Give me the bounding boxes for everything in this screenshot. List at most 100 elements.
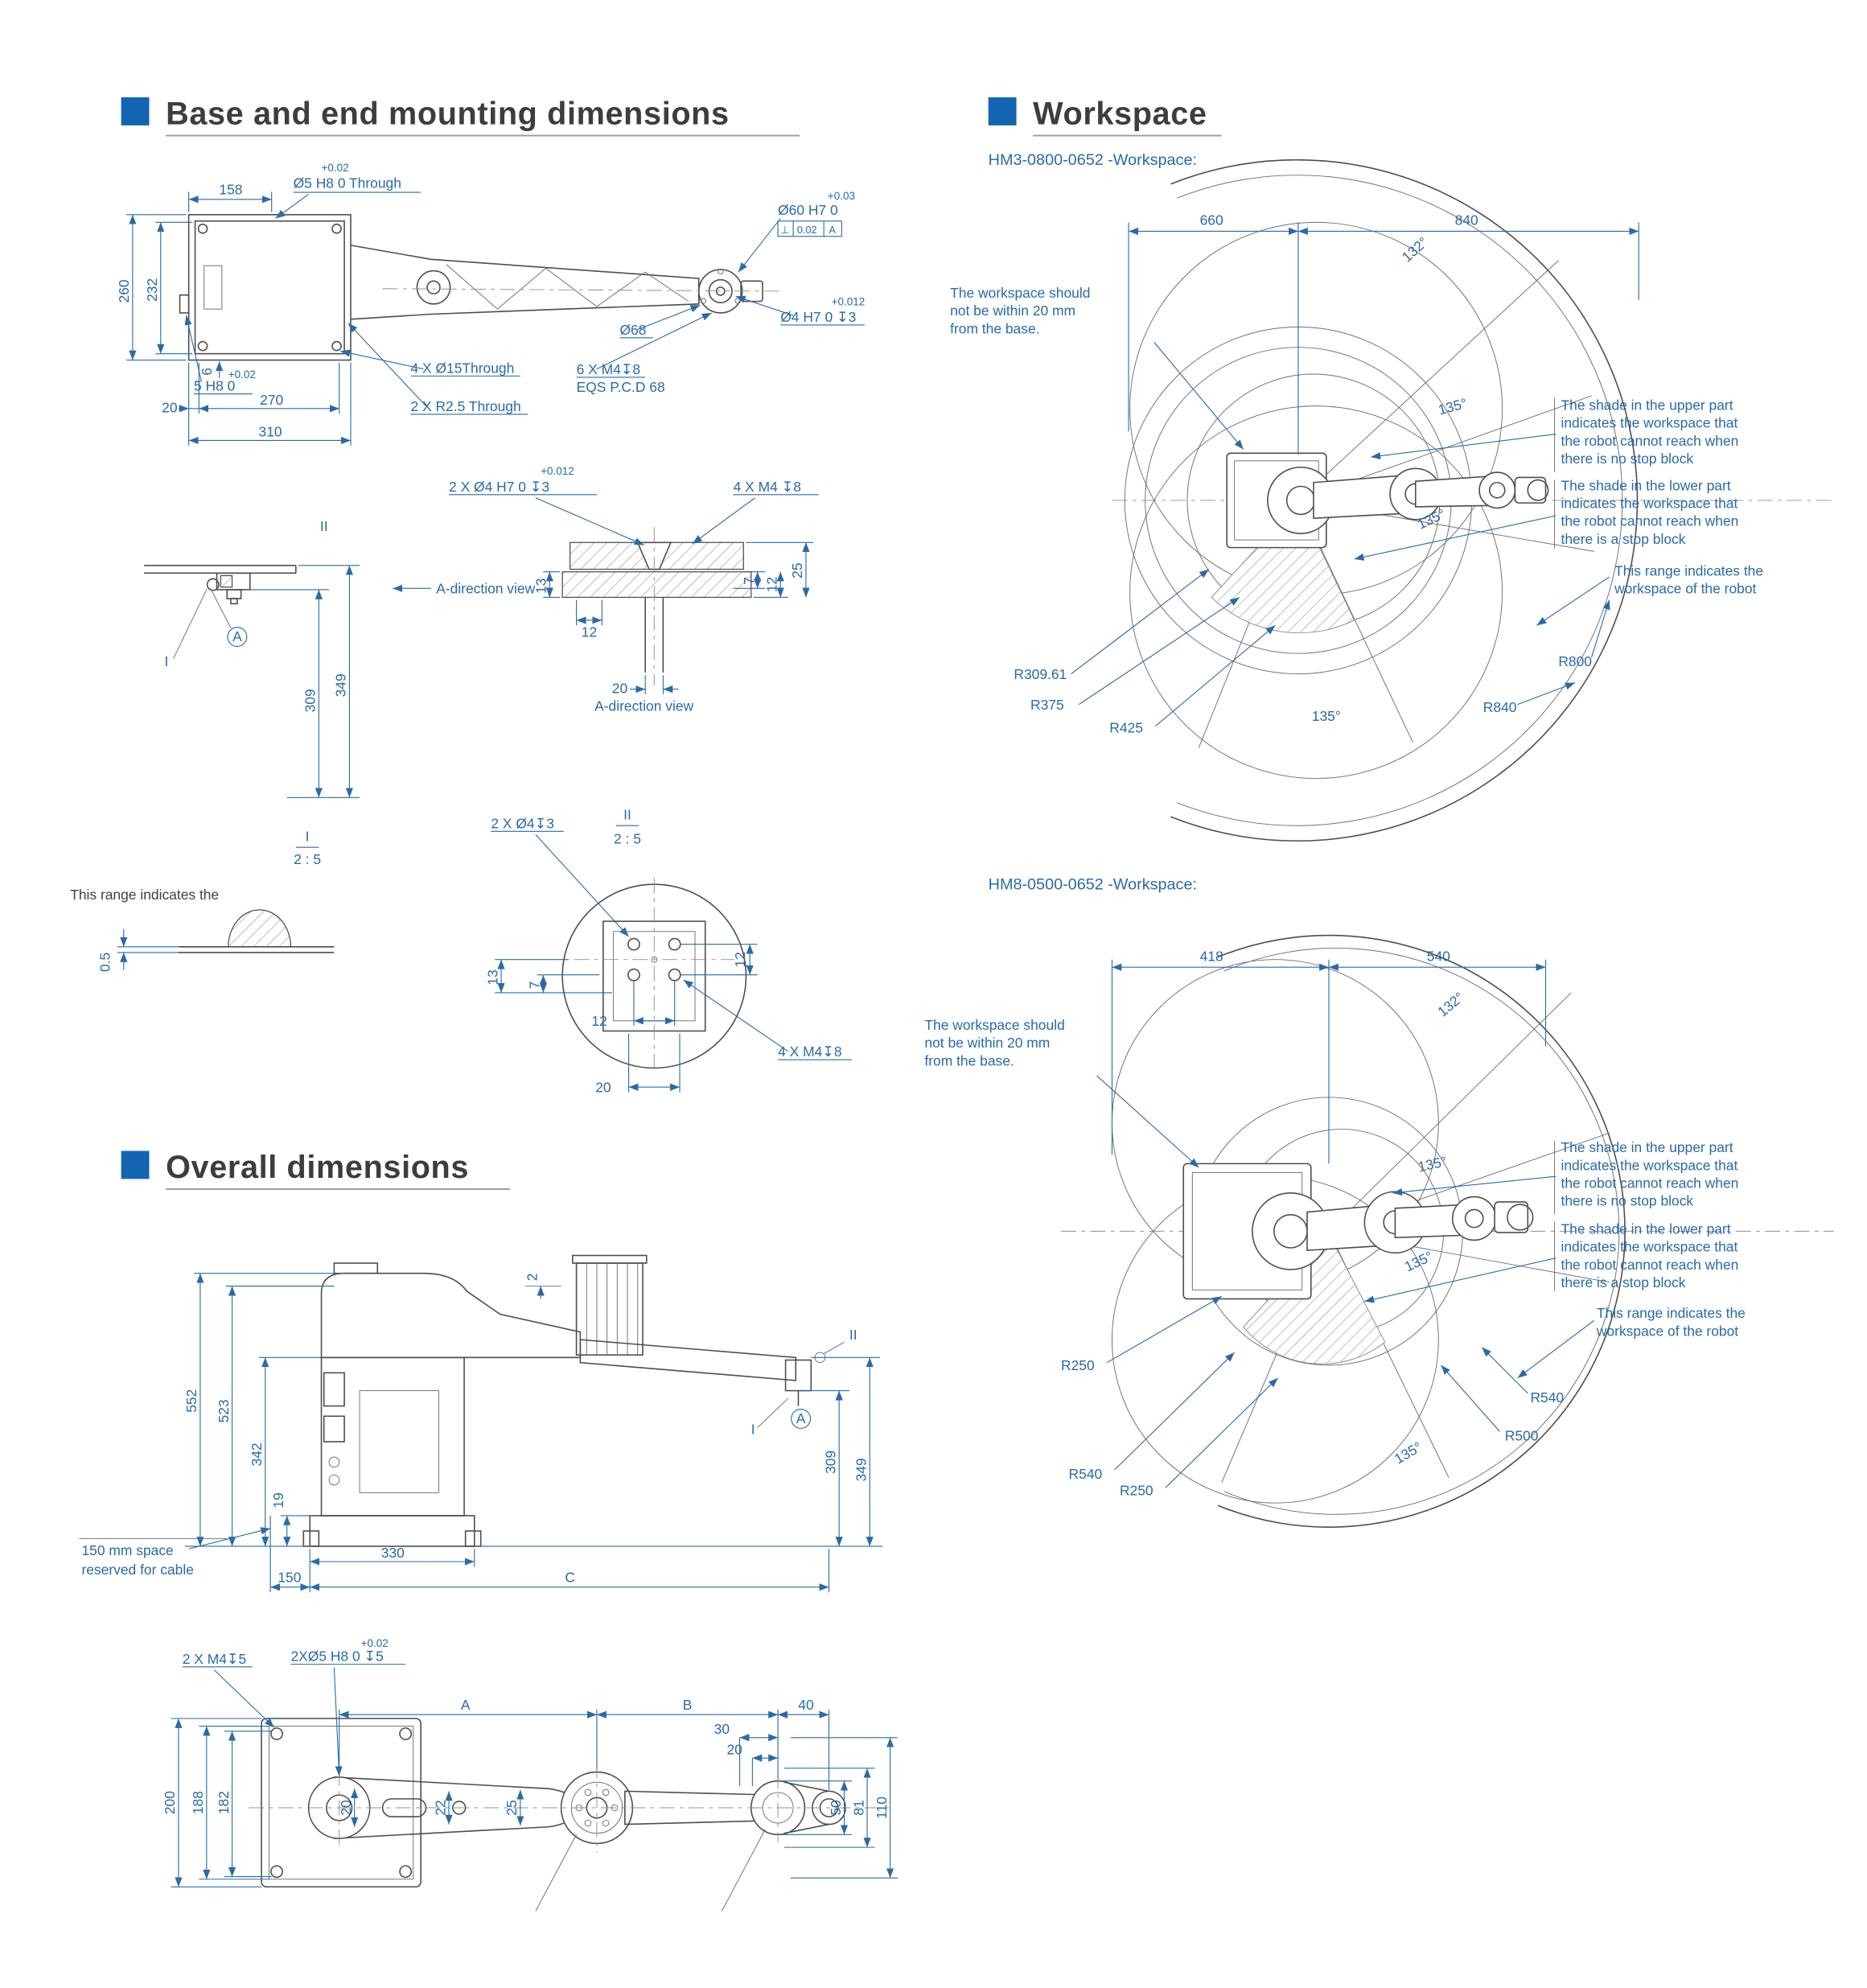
dim-232: 232 bbox=[144, 278, 160, 302]
hm8-note-lower-line4: there is a stop block bbox=[1561, 1274, 1686, 1290]
overall-dim-552: 552 bbox=[183, 1389, 199, 1413]
overall-top-dim-20t: 20 bbox=[726, 1741, 742, 1757]
hm8-dim-540: 540 bbox=[1427, 948, 1450, 964]
section-title-overall: Overall dimensions bbox=[166, 1150, 469, 1185]
hm3-note-range-line2: workspace of the robot bbox=[1614, 581, 1756, 597]
callout-4x-d15: 4 X Ø15Through bbox=[410, 360, 514, 376]
hm8-radius-r250-left: R250 bbox=[1061, 1357, 1095, 1373]
section-header-base: Base and end mounting dimensions bbox=[121, 96, 800, 137]
dim-310: 310 bbox=[259, 424, 282, 440]
detail-i-scale: 2 : 5 bbox=[294, 851, 321, 867]
section-title-workspace: Workspace bbox=[1033, 96, 1207, 131]
detail-ii-dim-13: 13 bbox=[484, 969, 500, 985]
detail-ii-scale: 2 : 5 bbox=[614, 830, 641, 846]
detail-ii-dim-12r: 12 bbox=[732, 952, 748, 967]
overall-top-tol-callout: 2XØ5 H8 0 ↧5 bbox=[290, 1648, 383, 1665]
dim-260: 260 bbox=[116, 279, 132, 303]
hm8-note-lower-line1: The shade in the lower part bbox=[1561, 1221, 1731, 1237]
a-direction-view-drawing: A-direction view +0.012 2 X Ø4 H7 0 ↧3 4… bbox=[393, 465, 819, 714]
detail-i-drawing: I 2 : 5 This range indicates the 0.5 bbox=[70, 828, 335, 972]
callout-6x-m4: 6 X M4↧8 bbox=[577, 361, 640, 377]
overall-top-dim-50: 50 bbox=[828, 1800, 844, 1816]
overall-top-dim-a: A bbox=[461, 1697, 471, 1713]
gdt-symbol: ⊥ bbox=[780, 224, 789, 236]
a-direction-caption: A-direction view bbox=[594, 698, 693, 714]
hm8-note-base-line1: The workspace should bbox=[924, 1017, 1064, 1033]
detail-ii-m4-callout: 4 X M4↧8 bbox=[778, 1043, 841, 1060]
hm3-note-base-line2: not be within 20 mm bbox=[950, 303, 1075, 319]
hm3-note-base-line1: The workspace should bbox=[950, 285, 1090, 301]
hm3-radius-r425: R425 bbox=[1109, 719, 1143, 735]
dim-20: 20 bbox=[162, 400, 178, 416]
gdt-datum: A bbox=[829, 224, 836, 236]
hm8-note-lower-line2: indicates the workspace that bbox=[1561, 1239, 1738, 1255]
overall-top-m4-callout: 2 X M4↧5 bbox=[183, 1651, 246, 1667]
hm3-note-upper-line4: there is no stop block bbox=[1561, 451, 1694, 467]
section-title-base: Base and end mounting dimensions bbox=[166, 96, 730, 131]
hm8-note-upper-line3: the robot cannot reach when bbox=[1561, 1175, 1739, 1191]
overall-dim-150: 150 bbox=[278, 1569, 301, 1585]
tol-5h8b-sup: +0.02 bbox=[228, 368, 256, 381]
hm8-radius-r500: R500 bbox=[1505, 1427, 1539, 1443]
hm3-radius-r30961: R309.61 bbox=[1014, 666, 1067, 682]
cable-note-line1: 150 mm space bbox=[81, 1542, 173, 1558]
adir-tol-sup: +0.012 bbox=[541, 465, 574, 477]
base-side-view-drawing: A II I 309 349 bbox=[144, 518, 360, 798]
tol-4h7-label: Ø4 H7 0 ↧3 bbox=[780, 309, 856, 325]
hm3-note-base-line3: from the base. bbox=[950, 320, 1039, 336]
section-bullet-workspace bbox=[988, 97, 1017, 126]
hm3-dim-840: 840 bbox=[1455, 212, 1478, 228]
overall-view-label-a: A bbox=[796, 1410, 806, 1426]
hm3-radius-r840: R840 bbox=[1483, 699, 1517, 715]
adir-dim-12b: 12 bbox=[763, 577, 779, 592]
detail-ii-dim-20: 20 bbox=[595, 1080, 611, 1096]
adir-dim-12a: 12 bbox=[582, 624, 597, 640]
hm3-note-lower-line1: The shade in the lower part bbox=[1561, 477, 1731, 493]
dim-6: 6 bbox=[199, 368, 215, 376]
adir-tol-label: 2 X Ø4 H7 0 ↧3 bbox=[449, 479, 549, 495]
hm8-note-lower-line3: the robot cannot reach when bbox=[1561, 1257, 1739, 1273]
dim-270: 270 bbox=[260, 392, 283, 408]
hm3-note-range-line1: This range indicates the bbox=[1614, 562, 1763, 578]
gdt-tolerance: 0.02 bbox=[797, 224, 817, 236]
tol-5h8-sup: +0.02 bbox=[322, 162, 349, 174]
hm3-note-upper-line3: the robot cannot reach when bbox=[1561, 433, 1739, 449]
overall-dim-342: 342 bbox=[249, 1443, 265, 1466]
hm8-radius-r540-right: R540 bbox=[1530, 1389, 1564, 1406]
tol-5h8b-label: 5 H8 0 bbox=[194, 378, 236, 394]
overall-section-label-ii: II bbox=[849, 1327, 857, 1343]
overall-top-dim-188: 188 bbox=[190, 1791, 206, 1814]
section-label-i: I bbox=[165, 653, 169, 669]
overall-top-dim-182: 182 bbox=[216, 1791, 232, 1814]
adir-dim-13: 13 bbox=[533, 578, 549, 593]
overall-top-dim-110: 110 bbox=[874, 1797, 890, 1819]
hm3-note-lower-line4: there is a stop block bbox=[1561, 531, 1686, 547]
hm3-heading: HM3-0800-0652 -Workspace: bbox=[989, 151, 1197, 169]
hm8-note-upper-line4: there is no stop block bbox=[1561, 1193, 1694, 1209]
overall-top-view-drawing: 2 X M4↧5 +0.02 2XØ5 H8 0 ↧5 A B 40 30 20… bbox=[162, 1637, 899, 1912]
cable-note-line2: reserved for cable bbox=[81, 1562, 193, 1578]
hm8-note-base-line3: from the base. bbox=[924, 1052, 1014, 1068]
hm3-dim-660: 660 bbox=[1200, 212, 1223, 228]
hm8-heading: HM8-0500-0652 -Workspace: bbox=[989, 875, 1197, 893]
hm3-radius-r375: R375 bbox=[1030, 697, 1064, 713]
section-label-ii: II bbox=[320, 518, 328, 534]
adir-dim-7: 7 bbox=[741, 577, 757, 585]
hm8-note-base-line2: not be within 20 mm bbox=[924, 1035, 1050, 1051]
overall-top-dim-200: 200 bbox=[162, 1791, 178, 1814]
overall-dim-19: 19 bbox=[270, 1492, 286, 1508]
hm3-note-lower-line2: indicates the workspace that bbox=[1561, 495, 1738, 511]
overall-dim-523: 523 bbox=[216, 1399, 232, 1422]
detail-i-note: This range indicates the bbox=[70, 887, 219, 903]
tol-60-label: Ø60 H7 0 bbox=[778, 202, 838, 218]
hm8-note-range-line1: This range indicates the bbox=[1597, 1305, 1746, 1321]
dim-158: 158 bbox=[219, 181, 242, 197]
overall-dim-c: C bbox=[565, 1569, 575, 1585]
hm8-dim-418: 418 bbox=[1200, 948, 1223, 964]
dim-68: Ø68 bbox=[619, 322, 646, 338]
section-header-workspace: Workspace bbox=[988, 96, 1222, 137]
tol-4h7-sup: +0.012 bbox=[832, 295, 866, 307]
